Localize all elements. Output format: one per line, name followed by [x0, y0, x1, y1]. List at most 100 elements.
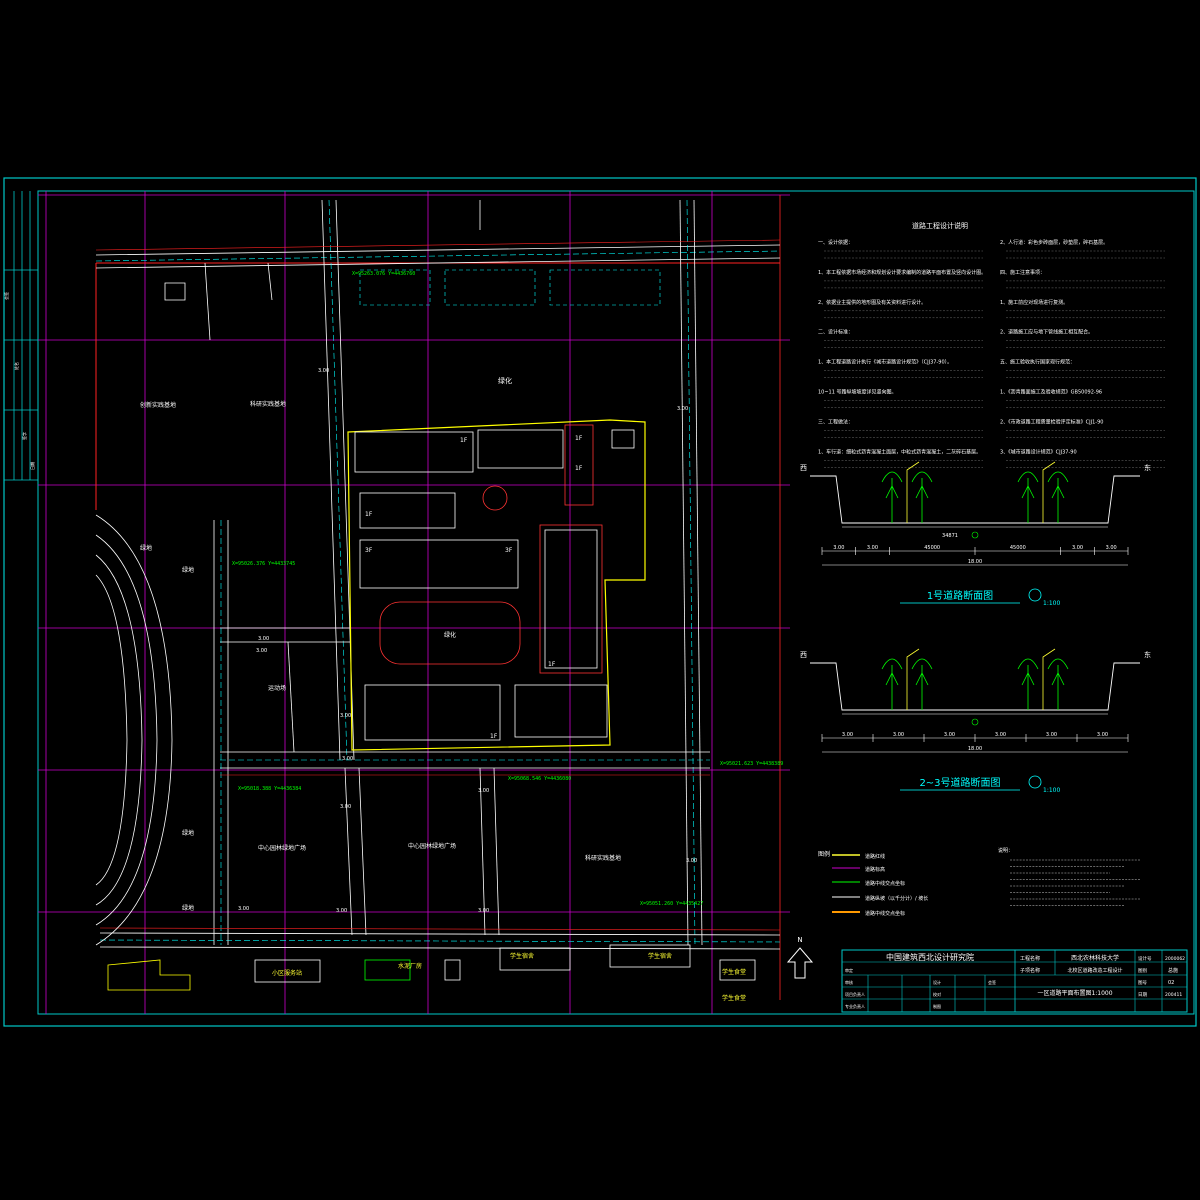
notes-title: 道路工程设计说明	[912, 221, 968, 230]
north-arrow: N	[786, 936, 814, 979]
legend-item-1: 道路红线	[865, 853, 885, 860]
legend-item-4: 道路纵坡（以千分计）/ 坡长	[865, 895, 928, 902]
section-profile	[810, 475, 1140, 524]
section-profile	[810, 662, 1140, 711]
centerline-mark	[971, 531, 979, 539]
strip-label-1: 会签	[3, 292, 9, 300]
dimension-label: 3.00	[867, 545, 878, 551]
floor-label-5: 1F	[548, 661, 556, 668]
elevation-label-2: 3.00	[677, 406, 688, 412]
north-label: N	[797, 936, 802, 944]
elevation-label-9: 3.00	[238, 906, 249, 912]
zone-label-green-2: 绿地	[182, 566, 194, 574]
street-tree	[1047, 658, 1069, 710]
top-dimension-label: 34871	[942, 533, 958, 539]
centerline-mark	[971, 718, 979, 726]
notes-line: 1、《沥青路面施工及验收规范》GB50092-96	[1000, 389, 1102, 396]
other-buildings	[107, 282, 756, 991]
street-tree	[1047, 471, 1069, 523]
notes-line: 五、施工验收执行国家现行规范：	[1000, 359, 1075, 366]
notes-line: 1、车行道：细粒式沥青混凝土面层，中粒式沥青混凝土，二灰碎石基层。	[818, 448, 981, 455]
coordinate-labels: X=95263.076 Y=4436760 X=95026.376 Y=4433…	[232, 271, 783, 907]
legend-item-2: 道路标高	[865, 866, 885, 873]
site-boundary	[95, 195, 781, 1000]
zone-label-sports: 运动场	[268, 684, 286, 692]
notes-line: 2、依据业主提供的地形图及有关资料进行设计。	[818, 299, 926, 306]
total-dimension-label: 18.00	[968, 746, 982, 752]
notes-line: 1、本工程道路设计执行《城市道路设计规范》（CJJ37-90）。	[818, 359, 952, 366]
total-dimension-label: 18.00	[968, 559, 982, 565]
zone-label-green-4: 绿地	[182, 904, 194, 912]
section-west-label: 西	[800, 464, 807, 472]
strip-label-4: 日期	[29, 462, 35, 470]
zone-label-green: 绿化	[498, 376, 512, 385]
dimension-label: 3.00	[1046, 732, 1057, 738]
north-arrow-icon	[786, 947, 814, 979]
role-check: 校对	[933, 991, 941, 997]
zone-label-research: 科研实践基地	[250, 400, 286, 408]
coord-label-1: X=95263.076 Y=4436760	[352, 271, 415, 277]
section-east-label: 东	[1144, 463, 1151, 472]
building-label-dorm-1: 学生宿舍	[510, 952, 534, 960]
coordinate-grid	[38, 191, 790, 1014]
sheet-no: 02	[1168, 980, 1174, 986]
subitem-label: 子项名称	[1020, 967, 1040, 974]
design-notes: 道路工程设计说明 一、设计依据：1、本工程依据市场经济和规划设计要求编制的道路平…	[818, 221, 1165, 468]
elevation-label-1: 3.00	[318, 368, 329, 374]
street-tree	[1017, 658, 1039, 710]
elevation-label-5: 3.00	[340, 804, 351, 810]
zone-label-green-center: 绿化	[444, 631, 456, 639]
section-title: 1号道路断面图	[927, 589, 993, 602]
street-lamp	[906, 648, 920, 710]
dimension-label: 3.00	[944, 732, 955, 738]
legend-item-3: 道路中线交点坐标	[865, 880, 905, 887]
building-label-canteen-2: 学生食堂	[722, 994, 746, 1002]
coord-label-6: X=95051.260 Y=4435427	[640, 901, 703, 907]
elevation-label-3: 3.00	[256, 648, 267, 654]
roads	[95, 199, 781, 950]
dimension-label: 45000	[1010, 545, 1026, 551]
elevation-label-6: 3.00	[478, 788, 489, 794]
sheet-inner-frame	[37, 190, 1195, 1015]
building-label-dorm-2: 学生宿舍	[648, 952, 672, 960]
notes-line: 1、施工前应对现场进行复测。	[1000, 299, 1068, 306]
street-lamp	[1042, 461, 1056, 523]
elevation-labels: 3.00 3.00 3.00 3.00 3.00 3.00 3.00 3.00 …	[238, 368, 697, 914]
dimension-label: 3.00	[893, 732, 904, 738]
notes-line: 10~11 号路纵坡坡度详见竖向图。	[818, 389, 897, 396]
zone-label-research-2: 科研实践基地	[585, 854, 621, 862]
legend-item-5: 道路中线交点坐标	[865, 910, 905, 917]
notes-line: 2、人行道：彩色步砖面层，砂垫层，碎石基层。	[1000, 239, 1108, 246]
elevation-label-10: 3.00	[336, 908, 347, 914]
zone-label-green-1: 绿地	[140, 544, 152, 552]
strip-label-3: 签字	[21, 432, 27, 440]
role-review: 审核	[845, 979, 853, 985]
date: 200411	[1165, 992, 1182, 998]
role-discipline-lead: 专业负责人	[845, 1003, 865, 1009]
role-design: 设计	[933, 979, 941, 985]
street-tree	[911, 471, 933, 523]
notes-line: 三、工程做法：	[818, 418, 853, 425]
category-label: 图别	[1138, 967, 1147, 974]
coord-label-4: X=95068.546 Y=4436080	[508, 776, 571, 782]
dimension-label: 3.00	[842, 732, 853, 738]
sheet-frame	[3, 177, 1197, 1027]
notes-line: 1、本工程依据市场经济和规划设计要求编制的道路平面布置及竖向设计图。	[818, 269, 986, 276]
building-label-service: 小区服务站	[272, 969, 302, 977]
dimension-label: 3.00	[833, 545, 844, 551]
section-east-label: 东	[1144, 650, 1151, 659]
floor-label-1: 1F	[460, 437, 468, 444]
legend-title: 图例	[818, 850, 830, 858]
dimension-label: 3.00	[1072, 545, 1083, 551]
institute-name: 中国建筑西北设计研究院	[886, 952, 974, 962]
subitem-name: 北校区道路改造工程设计	[1067, 967, 1122, 974]
top-dashed-plots	[359, 269, 661, 306]
section-west-label: 西	[800, 651, 807, 659]
section-scale-circle	[1028, 588, 1042, 602]
central-campus-block	[347, 419, 646, 751]
role-approve: 审定	[845, 967, 853, 973]
elevation-label-8: 3.00	[478, 908, 489, 914]
street-tree	[911, 658, 933, 710]
